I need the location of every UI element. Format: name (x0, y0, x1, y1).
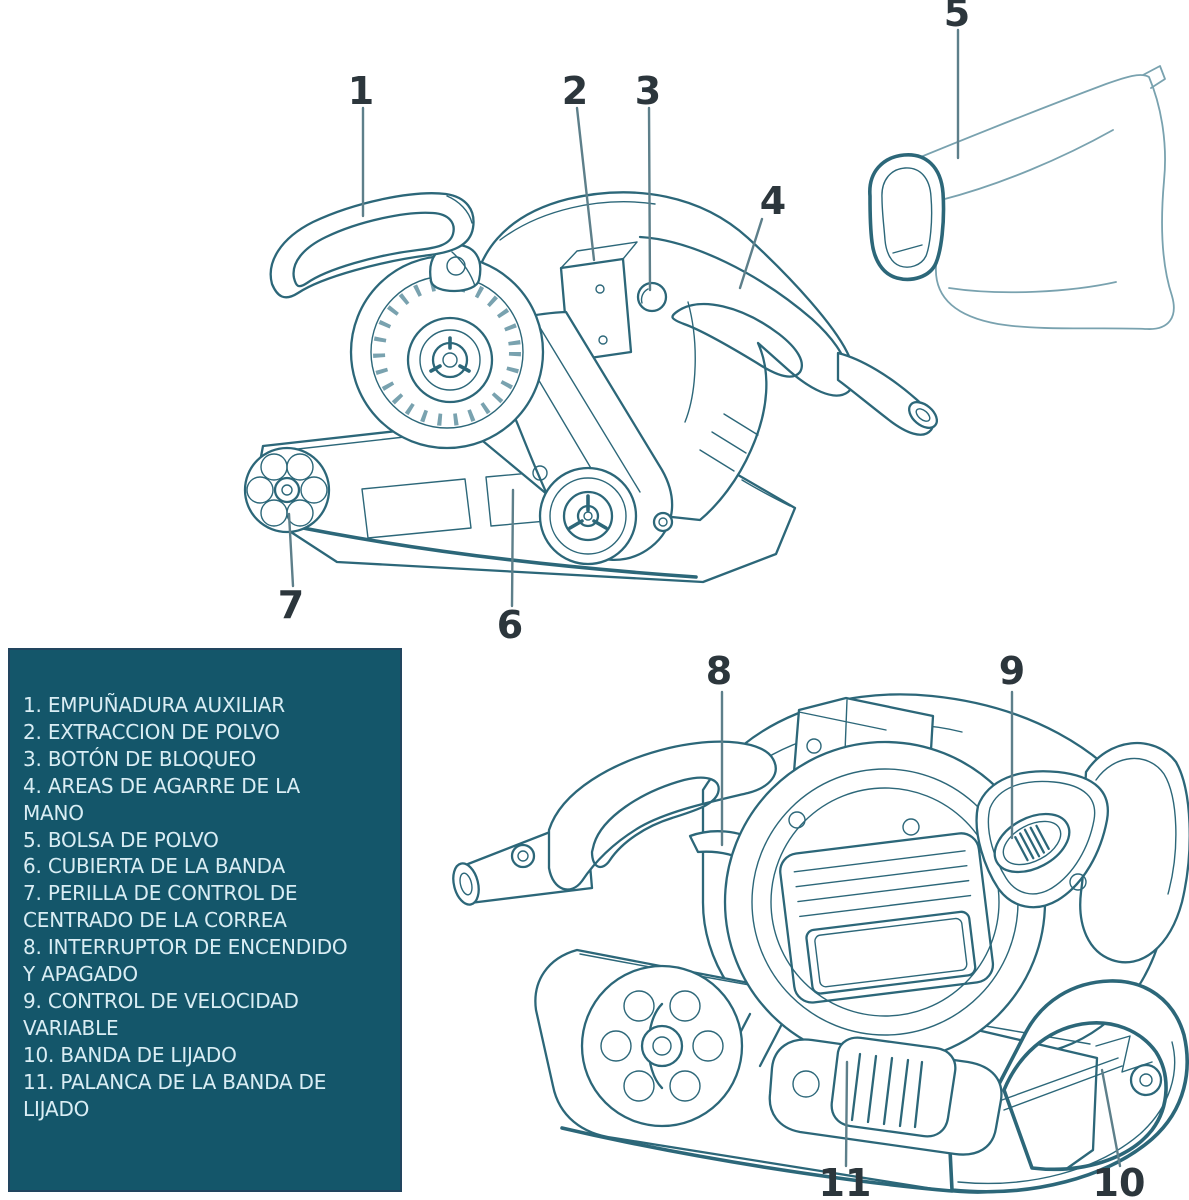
callout-3: 3 (635, 69, 661, 113)
callout-6: 6 (497, 603, 523, 647)
belt-lever-plate (768, 1035, 1153, 1156)
callout-11: 11 (819, 1161, 872, 1200)
legend-item-4: 4. AREAS DE AGARRE DE LA MANO (23, 773, 300, 825)
bag-collar (868, 153, 946, 282)
tracking-knob (243, 446, 331, 534)
motor-housing (349, 243, 545, 450)
front-grip-dome (1079, 741, 1189, 964)
legend-item-7: 7. PERILLA DE CONTROL DE CENTRADO DE LA … (23, 881, 298, 933)
callout-1: 1 (348, 69, 374, 113)
belt-window (779, 832, 995, 1004)
legend-item-10: 10. BANDA DE LIJADO (23, 1042, 237, 1067)
callout-2: 2 (562, 69, 588, 113)
legend-item-11: 11. PALANCA DE LA BANDA DE LIJADO (23, 1069, 327, 1121)
legend-item-6: 6. CUBIERTA DE LA BANDA (23, 854, 285, 879)
rear-handle (452, 740, 777, 906)
callout-4: 4 (760, 179, 786, 223)
callout-8: 8 (706, 649, 732, 693)
lock-button (636, 281, 668, 313)
callout-10: 10 (1093, 1161, 1146, 1200)
callout-7: 7 (278, 583, 304, 627)
callout-9: 9 (999, 649, 1025, 693)
legend-panel: 1. EMPUÑADURA AUXILIAR 2. EXTRACCION DE … (8, 648, 402, 1192)
legend-item-9: 9. CONTROL DE VELOCIDAD VARIABLE (23, 988, 299, 1040)
main-handle-grip (638, 235, 849, 378)
speed-dial (975, 770, 1109, 909)
figure-rear-view: 8 9 10 11 (452, 649, 1189, 1200)
front-roller-fan (580, 964, 744, 1128)
callout-5: 5 (944, 0, 970, 35)
dust-bag (868, 65, 1175, 330)
legend-item-8: 8. INTERRUPTOR DE ENCENDIDO Y APAGADO (23, 935, 348, 987)
callout-leaders-bottom (720, 690, 1122, 1168)
callout-leaders-top (287, 28, 960, 608)
legend-item-1: 1. EMPUÑADURA AUXILIAR (23, 693, 285, 717)
power-cord-boss (836, 351, 938, 436)
belt-lever (830, 1036, 957, 1138)
figure-side-view: 1 2 3 4 5 6 7 (243, 0, 1175, 647)
legend-item-5: 5. BOLSA DE POLVO (23, 827, 219, 852)
bag-zipper-tab (1142, 65, 1166, 89)
auxiliary-handle (269, 192, 476, 299)
legend-item-2: 2. EXTRACCION DE POLVO (23, 719, 280, 744)
legend-item-3: 3. BOTÓN DE BLOQUEO (23, 746, 257, 771)
